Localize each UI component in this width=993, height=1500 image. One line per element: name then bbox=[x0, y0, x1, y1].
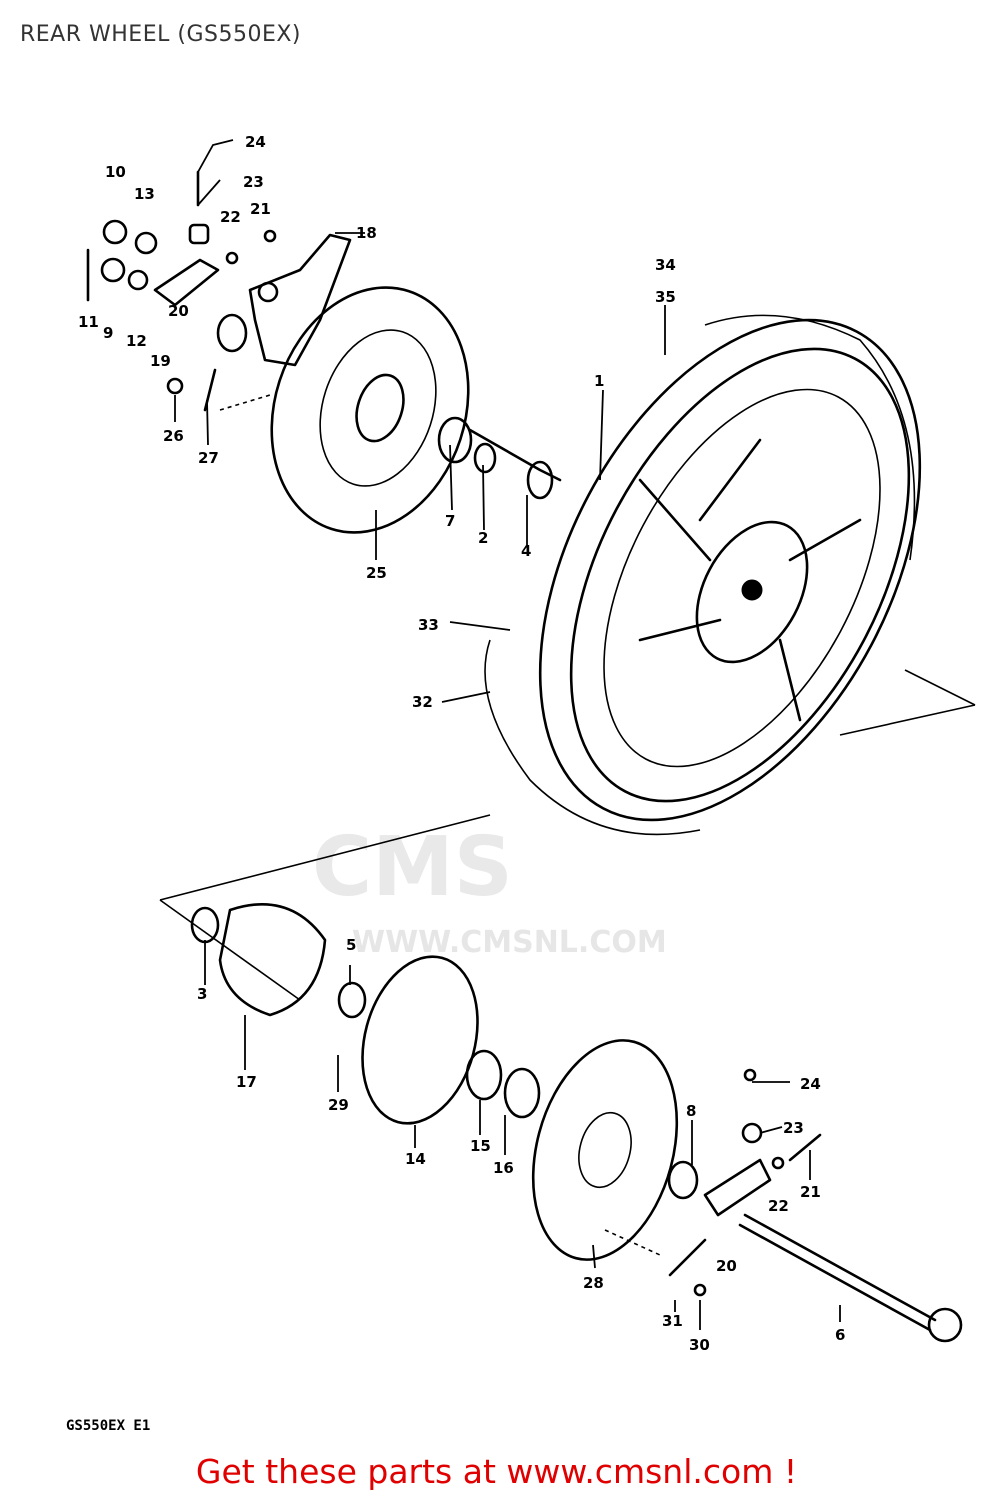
callout-26: 26 bbox=[163, 427, 184, 445]
chain-adjuster-hardware-left[interactable] bbox=[86, 170, 277, 412]
callout-31: 31 bbox=[662, 1312, 683, 1330]
watermark-url: WWW.CMSNL.COM bbox=[352, 925, 667, 960]
callout-8: 8 bbox=[686, 1102, 696, 1120]
diagram-code: GS550EX E1 bbox=[66, 1418, 151, 1434]
callout-22b: 22 bbox=[768, 1197, 789, 1215]
callout-22a: 22 bbox=[220, 208, 241, 226]
callout-35: 35 bbox=[655, 288, 676, 306]
callout-labels: 1 2 3 4 5 6 7 8 9 10 11 12 13 14 15 16 1… bbox=[78, 133, 845, 1354]
callout-2: 2 bbox=[478, 529, 488, 547]
callout-16: 16 bbox=[493, 1159, 514, 1177]
callout-11: 11 bbox=[78, 313, 99, 331]
rear-axle-part[interactable] bbox=[667, 1068, 963, 1343]
callout-18: 18 bbox=[356, 224, 377, 242]
callout-3: 3 bbox=[197, 985, 207, 1003]
leader-lines bbox=[174, 139, 841, 1330]
sprocket-drum-part[interactable] bbox=[337, 944, 541, 1137]
callout-21a: 21 bbox=[250, 200, 271, 218]
callout-9: 9 bbox=[103, 324, 113, 342]
ground-plane bbox=[159, 669, 976, 1001]
rear-sprocket-part[interactable] bbox=[510, 1024, 699, 1276]
brake-disc-part[interactable] bbox=[241, 262, 499, 558]
callout-29: 29 bbox=[328, 1096, 349, 1114]
callout-6: 6 bbox=[835, 1326, 845, 1344]
callout-32: 32 bbox=[412, 693, 433, 711]
callout-33: 33 bbox=[418, 616, 439, 634]
callout-28: 28 bbox=[583, 1274, 604, 1292]
callout-27: 27 bbox=[198, 449, 219, 467]
callout-13: 13 bbox=[134, 185, 155, 203]
rear-wheel-part[interactable] bbox=[462, 256, 993, 883]
footer-link[interactable]: Get these parts at www.cmsnl.com ! bbox=[195, 1452, 798, 1491]
callout-23b: 23 bbox=[783, 1119, 804, 1137]
callout-10: 10 bbox=[105, 163, 126, 181]
callout-21b: 21 bbox=[800, 1183, 821, 1201]
callout-30: 30 bbox=[689, 1336, 710, 1354]
callout-23a: 23 bbox=[243, 173, 264, 191]
wheel-damper-part[interactable] bbox=[190, 902, 327, 1017]
hub-spacer-parts[interactable] bbox=[437, 416, 562, 500]
callout-25: 25 bbox=[366, 564, 387, 582]
callout-5: 5 bbox=[346, 936, 356, 954]
callout-1: 1 bbox=[594, 372, 604, 390]
callout-20b: 20 bbox=[716, 1257, 737, 1275]
callout-34: 34 bbox=[655, 256, 676, 274]
callout-20a: 20 bbox=[168, 302, 189, 320]
callout-24b: 24 bbox=[800, 1075, 821, 1093]
callout-19: 19 bbox=[150, 352, 171, 370]
callout-15: 15 bbox=[470, 1137, 491, 1155]
callout-7: 7 bbox=[445, 512, 455, 530]
callout-17: 17 bbox=[236, 1073, 257, 1091]
callout-24a: 24 bbox=[245, 133, 266, 151]
callout-12: 12 bbox=[126, 332, 147, 350]
caliper-bracket-part[interactable] bbox=[248, 233, 352, 367]
callout-4: 4 bbox=[521, 542, 531, 560]
callout-14: 14 bbox=[405, 1150, 426, 1168]
watermark-logo: CMS bbox=[312, 820, 513, 915]
page-title: REAR WHEEL (GS550EX) bbox=[20, 22, 302, 47]
